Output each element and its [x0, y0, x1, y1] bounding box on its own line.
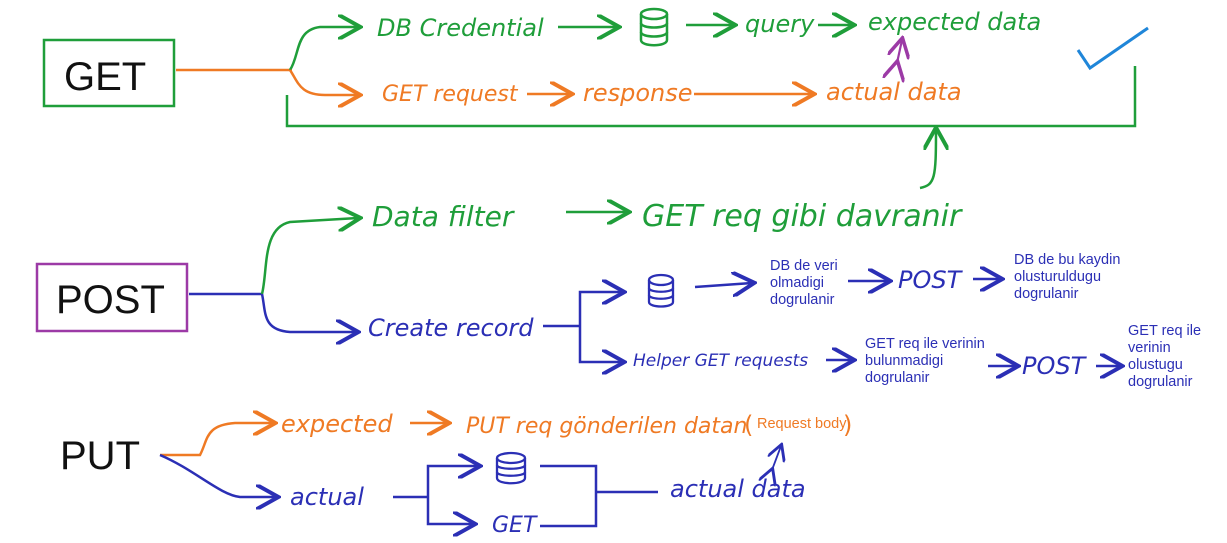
db-created-line-2: olusturuldugu — [1014, 269, 1101, 285]
put-label: PUT — [60, 434, 140, 478]
post-db-to-check-arrow — [694, 283, 752, 287]
db-credential-label: DB Credential — [377, 14, 544, 42]
get-request-label: GET request — [382, 82, 519, 107]
get-req-gibi-label: GET req gibi davranir — [642, 199, 963, 234]
create-record-label: Create record — [368, 314, 534, 342]
check-icon — [1076, 26, 1149, 71]
post-branch-create-arrow — [260, 293, 356, 332]
compare-arrow — [897, 40, 902, 63]
get-box — [42, 38, 176, 108]
request-body-label: Request body — [757, 416, 847, 432]
put-req-data-label: PUT req gönderilen datan — [466, 414, 747, 439]
get-created-line-4: dogrulanir — [1128, 374, 1193, 390]
put-actual-label: actual — [290, 483, 364, 511]
get-database-icon — [639, 7, 669, 47]
put-actual-data-label: actual data — [670, 475, 806, 503]
get-created-line-1: GET req ile — [1128, 323, 1201, 339]
create-branch-db-arrow — [578, 292, 622, 326]
create-branch-helper-arrow — [578, 326, 622, 362]
put-branch-expected-arrow — [160, 423, 273, 457]
helper-get-label: Helper GET requests — [633, 351, 808, 371]
db-created-line-3: dogrulanir — [1014, 286, 1079, 302]
db-check-line-3: dogrulanir — [770, 292, 835, 308]
response-label: response — [583, 79, 693, 107]
actual-branch-get-arrow — [426, 497, 473, 524]
put-branch-actual-arrow — [159, 453, 276, 497]
post-label-1: POST — [898, 266, 964, 294]
get-branch-db-arrow — [288, 27, 358, 71]
get-created-line-2: verinin — [1128, 340, 1171, 356]
post-box — [35, 262, 189, 333]
db-created-line-1: DB de bu kaydin — [1014, 252, 1120, 268]
post-box-label: POST — [56, 278, 165, 322]
expected-label: expected — [281, 410, 393, 438]
get-bracket — [285, 66, 1137, 128]
put-get-label: GET — [492, 513, 538, 538]
get-not-found-line-1: GET req ile verinin — [865, 336, 985, 352]
query-label: query — [745, 10, 815, 38]
post-branch-filter-arrow — [260, 218, 358, 295]
get-not-found-line-3: dogrulanir — [865, 370, 930, 386]
put-compare-arrow — [772, 446, 781, 470]
expected-data-label: expected data — [868, 8, 1041, 36]
data-filter-label: Data filter — [372, 200, 515, 233]
put-merge-bracket — [540, 464, 598, 528]
get-not-found-line-2: bulunmadigi — [865, 353, 943, 369]
put-database-icon — [495, 451, 527, 485]
filter-up-arrow — [919, 130, 936, 190]
db-check-line-2: olmadigi — [770, 275, 824, 291]
get-box-label: GET — [64, 55, 146, 99]
request-body-open-paren: ( — [744, 411, 753, 439]
get-created-line-3: olustugu — [1128, 357, 1183, 373]
db-check-line-1: DB de veri — [770, 258, 838, 274]
post-database-icon — [647, 273, 675, 308]
post-label-2: POST — [1022, 352, 1088, 380]
request-body-close-paren: ) — [843, 411, 852, 439]
get-actual-data-label: actual data — [826, 78, 962, 106]
actual-branch-db-arrow — [426, 466, 478, 497]
get-branch-request-arrow — [288, 69, 358, 95]
